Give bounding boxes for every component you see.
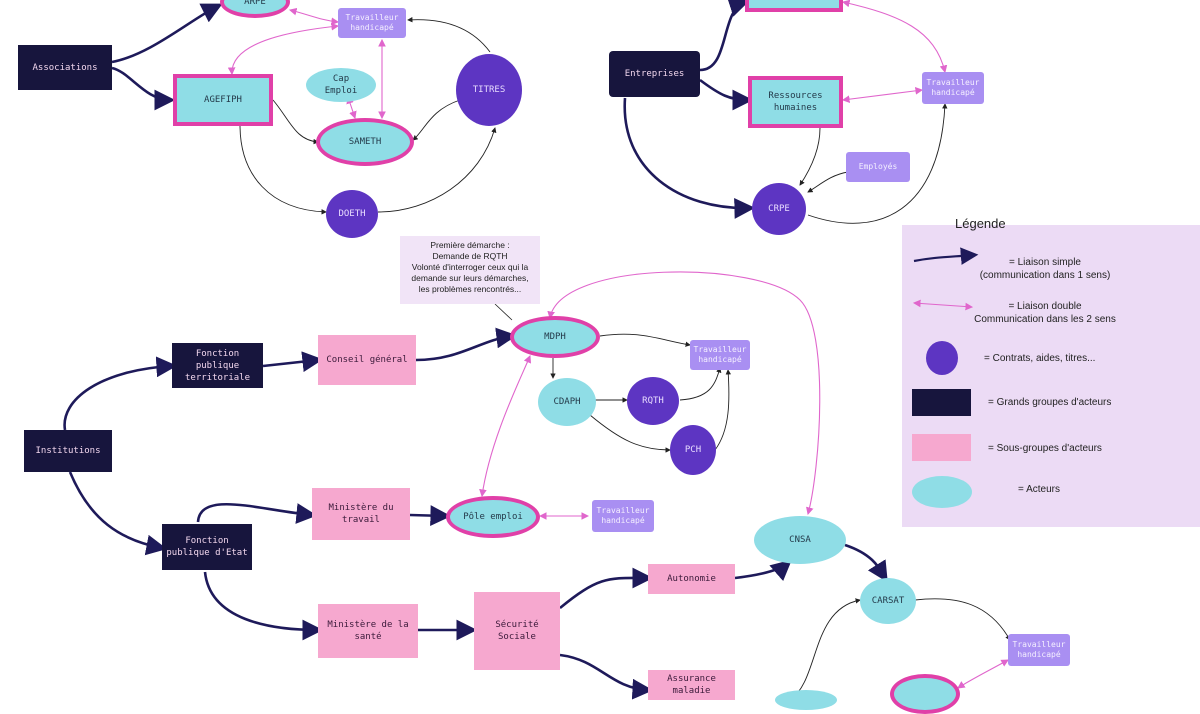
link-crpe-tw [807,103,948,224]
tw-entreprise-node[interactable]: Travailleur handicapé [922,72,984,104]
link-institutions-fpe [68,471,168,556]
link-entreprises-rh [699,78,754,111]
tw-mdph-node[interactable]: Travailleur handicapé [690,340,750,370]
agefiph-node[interactable]: AGEFIPH [173,74,273,126]
legend-aid-swatch [926,341,958,375]
link-mdph-tw [599,333,691,347]
tw-pole-node[interactable]: Travailleur handicapé [592,500,654,532]
mdph-node[interactable]: MDPH [510,316,600,358]
bottom-actor-node[interactable] [775,690,837,710]
rh-node[interactable]: Ressources humaines [748,76,843,128]
link-secu-autonomie [559,567,654,610]
link-top-tw-entreprise [841,0,948,74]
legend-acteurs-text: = Acteurs [1018,484,1060,495]
doeth-node[interactable]: DOETH [326,190,378,238]
sameth-node[interactable]: SAMETH [316,118,414,166]
link-rh-crpe [799,127,821,186]
cdaph-node[interactable]: CDAPH [538,378,596,426]
pch-node[interactable]: PCH [670,425,716,475]
link-fpe-ministere-sante [203,571,324,641]
link-fpe-ministere-travail [196,503,318,524]
link-tw-bottom [957,659,1009,689]
associations-node[interactable]: Associations [18,45,112,90]
link-carsat-tw [914,598,1011,641]
link-cnsa-carsat [844,543,888,583]
legend-subgroup-swatch [912,434,971,461]
entreprises-node[interactable]: Entreprises [609,51,700,97]
link-secu-assurance [559,653,654,700]
legend-sous-text: = Sous-groupes d'acteurs [988,443,1102,454]
conseil-general-node[interactable]: Conseil général [318,335,416,385]
legend-contrats-text: = Contrats, aides, titres... [984,353,1096,364]
crpe-node[interactable]: CRPE [752,183,806,235]
link-employes-crpe [807,171,849,193]
tw-carsat-node[interactable]: Travailleur handicapé [1008,634,1070,666]
legend-simple-arrow-icon [913,247,979,265]
link-associations-agefiph [111,66,176,111]
autonomie-node[interactable]: Autonomie [648,564,735,594]
legend-simple-text: = Liaison simple (communication dans 1 s… [979,257,1111,281]
link-autonomie-cnsa [734,559,792,582]
assurance-maladie-node[interactable]: Assurance maladie [648,670,735,700]
tw-assoc-node[interactable]: Travailleur handicapé [338,8,406,38]
link-pch-tw [714,369,731,451]
employes-node[interactable]: Employés [846,152,910,182]
link-agefiph-tw [227,22,340,76]
cnsa-node[interactable]: CNSA [754,516,846,564]
titres-node[interactable]: TITRES [456,54,522,126]
legend-grands-text: = Grands groupes d'acteurs [988,397,1112,408]
cap-emploi-node[interactable]: Cap Emploi [306,68,376,102]
bottom-actor-bordered-node[interactable] [890,674,960,714]
securite-sociale-node[interactable]: Sécurité Sociale [474,592,560,670]
fonction-publique-etat-node[interactable]: Fonction publique d'Etat [162,524,252,570]
ministere-sante-node[interactable]: Ministère de la santé [318,604,418,658]
link-conseil-mdph [415,327,518,362]
institutions-node[interactable]: Institutions [24,430,112,472]
legend-actor-swatch [912,476,972,508]
link-mdph-cnsa [547,271,821,516]
link-doeth-titres [377,127,497,213]
legend-title: Légende [955,216,1006,231]
note-first-step: Première démarche : Demande de RQTH Volo… [400,236,540,304]
rqth-node[interactable]: RQTH [627,377,679,425]
pole-emploi-node[interactable]: Pôle emploi [446,496,540,538]
link-titres-sameth [412,99,461,141]
legend-group-swatch [912,389,971,416]
link-titres-tw [407,17,491,53]
legend-double-arrow-icon [912,299,974,311]
legend-double-text: = Liaison double Communication dans les … [974,301,1116,325]
link-pole-mdph [479,354,532,498]
enterprise-top-node[interactable] [745,0,843,12]
link-institutions-fpt [63,356,178,431]
ministere-travail-node[interactable]: Ministère du travail [312,488,410,540]
link-entreprises-crpe [623,97,756,219]
link-agefiph-doeth [239,124,327,215]
link-rqth-tw [679,367,722,401]
legend-link-swatches [912,247,979,311]
link-arpe-tw [288,7,340,26]
link-assurance-carsat [789,598,861,700]
fonction-publique-territoriale-node[interactable]: Fonction publique territoriale [172,343,263,388]
link-rh-tw [841,87,924,103]
link-fpt-conseil [262,351,324,373]
link-associations-arpe [111,3,223,64]
note-pointer [494,303,513,321]
link-travail-pole [409,505,452,526]
link-entreprises-top [699,0,750,72]
link-agefiph-sameth [272,99,319,145]
carsat-node[interactable]: CARSAT [860,578,916,624]
